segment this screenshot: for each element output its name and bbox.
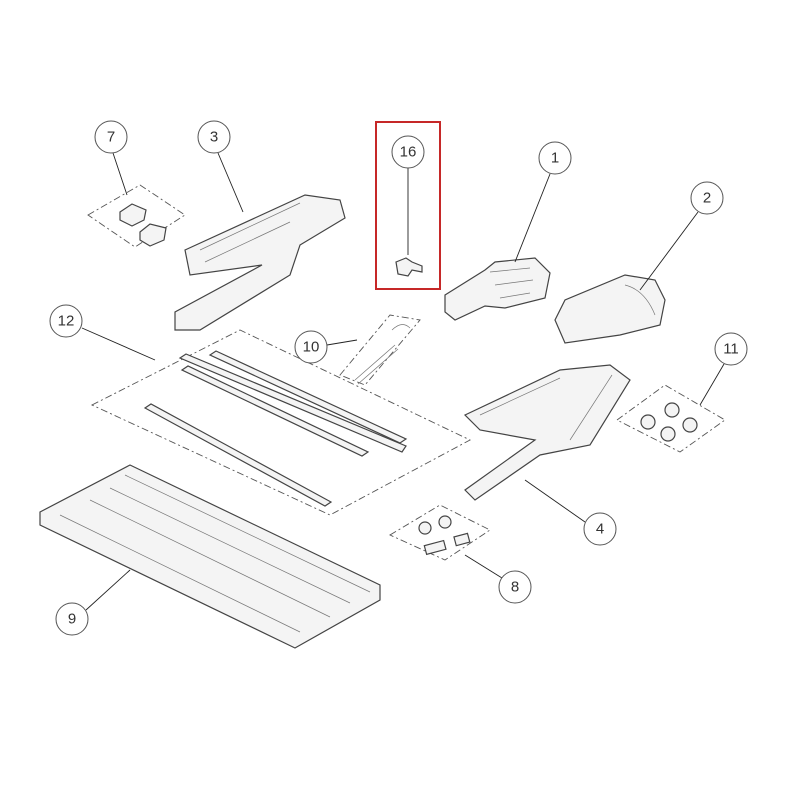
svg-text:10: 10 bbox=[303, 339, 320, 356]
callout-16[interactable]: 16 bbox=[391, 135, 425, 169]
part-16-bolt[interactable] bbox=[395, 257, 423, 277]
svg-text:7: 7 bbox=[107, 129, 115, 146]
part-12-rods[interactable] bbox=[90, 329, 471, 516]
callout-8[interactable]: 8 bbox=[498, 570, 532, 604]
part-3-bracket[interactable] bbox=[174, 194, 346, 331]
callout-7[interactable]: 7 bbox=[94, 120, 128, 154]
callout-3[interactable]: 3 bbox=[197, 120, 231, 154]
part-1-motor[interactable] bbox=[444, 257, 551, 321]
svg-text:9: 9 bbox=[68, 611, 76, 628]
svg-text:11: 11 bbox=[723, 341, 739, 358]
callout-1[interactable]: 1 bbox=[538, 141, 572, 175]
callout-12[interactable]: 12 bbox=[49, 304, 83, 338]
svg-text:2: 2 bbox=[703, 190, 711, 207]
part-2-cover[interactable] bbox=[554, 274, 666, 344]
part-4-arm[interactable] bbox=[463, 364, 631, 501]
svg-text:8: 8 bbox=[511, 579, 519, 596]
part-7-clips[interactable] bbox=[87, 184, 186, 248]
svg-text:3: 3 bbox=[210, 129, 218, 146]
callout-9[interactable]: 9 bbox=[55, 602, 89, 636]
callout-10[interactable]: 10 bbox=[294, 330, 328, 364]
svg-text:4: 4 bbox=[596, 521, 604, 538]
part-11-caps[interactable] bbox=[616, 384, 726, 453]
svg-text:1: 1 bbox=[551, 150, 559, 167]
leader-lines bbox=[81, 152, 725, 611]
svg-text:16: 16 bbox=[400, 144, 417, 161]
part-8-pins[interactable] bbox=[389, 504, 491, 561]
highlight-box-part-16 bbox=[375, 121, 441, 290]
part-10-spring[interactable] bbox=[339, 314, 421, 386]
callout-2[interactable]: 2 bbox=[690, 181, 724, 215]
callout-11[interactable]: 11 bbox=[714, 332, 748, 366]
callout-4[interactable]: 4 bbox=[583, 512, 617, 546]
svg-text:12: 12 bbox=[58, 313, 75, 330]
part-9-step-plate[interactable] bbox=[39, 464, 381, 649]
